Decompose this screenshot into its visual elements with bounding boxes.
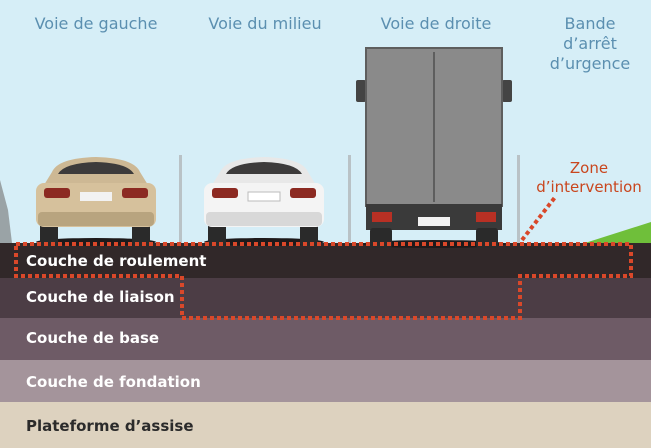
layer-band-fondation: [0, 360, 651, 402]
zone-leader-line: [520, 194, 558, 242]
lane-label-shoulder: Bande d’arrêt d’urgence: [540, 14, 640, 74]
lane-label-middle: Voie du milieu: [208, 14, 322, 33]
layer-band-roulement: [0, 243, 651, 278]
layer-band-liaison: [0, 278, 651, 318]
zone-label-line1: Zone: [569, 159, 609, 177]
lane-label-left: Voie de gauche: [34, 14, 158, 33]
beige-car-illustration: [36, 157, 156, 246]
lane-label-shoulder-line2: d’arrêt: [563, 34, 617, 53]
layer-band-assise: [0, 402, 651, 448]
lane-post: [179, 155, 182, 243]
truck-illustration: [356, 47, 512, 248]
layer-label-assise: Plateforme d’assise: [26, 417, 194, 435]
lane-post: [517, 155, 520, 243]
zone-intervention-outline: [14, 242, 633, 320]
layer-label-fondation: Couche de fondation: [26, 373, 201, 391]
layer-label-base: Couche de base: [26, 329, 160, 347]
lane-label-right: Voie de droite: [380, 14, 492, 33]
layer-band-base: [0, 318, 651, 360]
white-car-illustration: [204, 157, 324, 246]
layer-label-roulement: Couche de roulement: [26, 252, 207, 270]
lane-post: [348, 155, 351, 243]
lane-label-shoulder-line3: d’urgence: [549, 54, 631, 73]
right-verge: [585, 222, 651, 243]
lane-label-shoulder-line1: Bande: [564, 14, 616, 33]
left-rock: [0, 180, 12, 243]
zone-label-line2: d’intervention: [536, 178, 642, 196]
zone-intervention-label: Zone d’intervention: [530, 159, 648, 197]
layer-label-liaison: Couche de liaison: [26, 288, 175, 306]
